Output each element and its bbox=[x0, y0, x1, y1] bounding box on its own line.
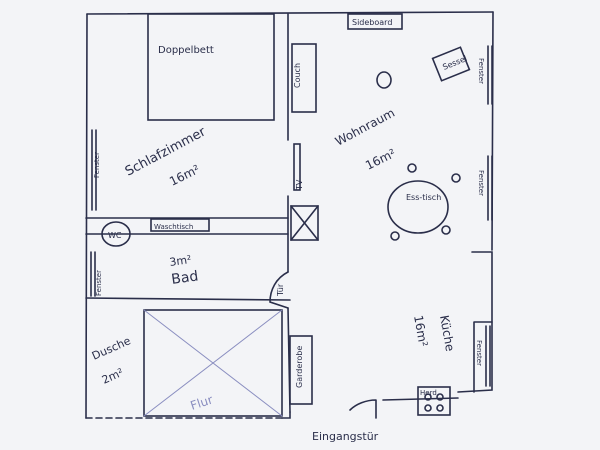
double-bed-label: Doppelbett bbox=[158, 45, 214, 56]
window-right-top-label: Fenster bbox=[477, 58, 485, 84]
window-right-mid-label: Fenster bbox=[477, 170, 485, 196]
door-inner-shape bbox=[269, 271, 289, 309]
couch-shape bbox=[291, 43, 317, 113]
wall-right-lower bbox=[457, 251, 493, 393]
chair-3 bbox=[390, 231, 400, 241]
window-bath bbox=[90, 251, 96, 297]
couch-label: Couch bbox=[293, 63, 302, 88]
window-right-top bbox=[487, 45, 493, 105]
armchair-shape bbox=[431, 46, 471, 82]
chair-4 bbox=[407, 163, 417, 173]
wc-shape bbox=[101, 221, 131, 247]
door-label: Tür bbox=[276, 283, 285, 297]
window-right-kitchen bbox=[485, 325, 491, 387]
wall-bath-bottom bbox=[85, 297, 291, 301]
wc-label: WC bbox=[108, 231, 122, 240]
sideboard-label: Sideboard bbox=[352, 18, 392, 27]
hallway-cross bbox=[143, 309, 283, 417]
washbasin-label: Waschtisch bbox=[154, 223, 193, 231]
window-bath-label: Fenster bbox=[95, 270, 103, 296]
side-table-shape bbox=[376, 71, 392, 89]
stove-burner-2 bbox=[436, 393, 444, 401]
washbasin-shape bbox=[150, 218, 210, 232]
wardrobe-shape bbox=[289, 335, 313, 405]
wardrobe-label: Garderobe bbox=[295, 346, 304, 388]
sideboard-shape bbox=[347, 13, 403, 30]
tv-shape bbox=[293, 143, 301, 191]
shaft-box bbox=[290, 205, 319, 241]
shaft-cross bbox=[290, 205, 319, 241]
window-right-kitchen-label: Fenster bbox=[475, 340, 483, 366]
stove-burner-3 bbox=[424, 404, 432, 412]
window-right-mid bbox=[487, 155, 493, 221]
wall-bottom-right bbox=[382, 397, 459, 401]
tv-label: TV bbox=[295, 179, 304, 191]
double-bed-shape bbox=[147, 13, 275, 121]
dining-table-label: Ess-tisch bbox=[406, 193, 441, 202]
stove-burner-4 bbox=[436, 404, 444, 412]
entrance-door-shape bbox=[349, 399, 377, 419]
chair-1 bbox=[451, 173, 461, 183]
bath-size: 3m² bbox=[169, 253, 193, 269]
window-bedroom-label: Fenster bbox=[93, 152, 101, 178]
stove-label: Herd bbox=[420, 389, 437, 397]
wall-bottom-corner bbox=[281, 411, 291, 419]
kitchen-size: 16m² bbox=[411, 314, 430, 348]
hallway-rect bbox=[143, 309, 283, 417]
stove-burner-1 bbox=[424, 393, 432, 401]
chair-2 bbox=[441, 225, 451, 235]
hallway-name: Flur bbox=[189, 392, 215, 412]
kitchen-name: Küche bbox=[437, 314, 457, 352]
window-bedroom bbox=[91, 129, 97, 211]
dining-table-shape bbox=[387, 180, 449, 234]
entrance-label: Eingangstür bbox=[312, 430, 379, 443]
kitchen-counter bbox=[473, 321, 493, 393]
stove-shape bbox=[417, 386, 451, 416]
wall-left bbox=[85, 13, 88, 419]
bath-name: Bad bbox=[170, 268, 199, 288]
